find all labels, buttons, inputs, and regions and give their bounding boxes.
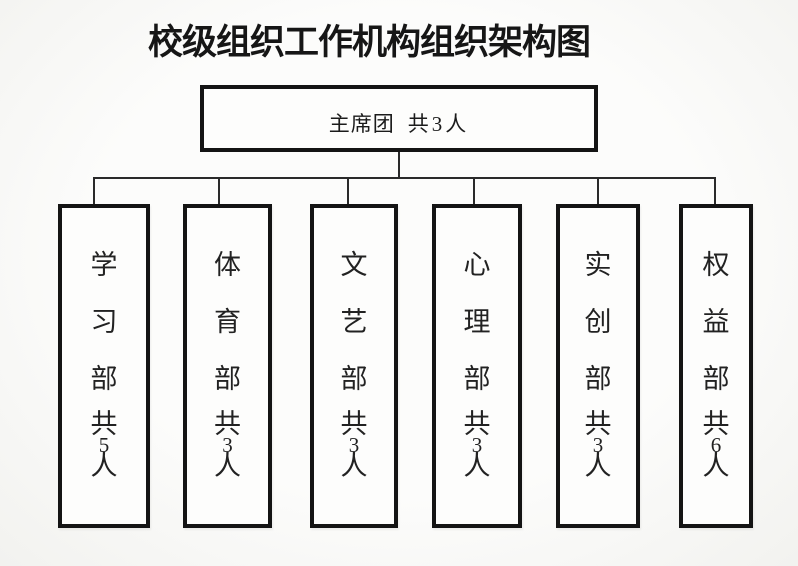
connector-drop-sports [218,177,220,205]
dept-count-prefix: 共 [214,409,241,439]
dept-name-char: 学 [90,250,118,280]
dept-name-char: 育 [214,307,241,337]
dept-name-char: 部 [90,364,118,394]
dept-count-number: 5 [98,433,110,457]
connector-drop-psychology [473,177,475,205]
dept-name-char: 部 [214,364,241,394]
dept-count-unit: 人 [340,451,368,481]
dept-count-prefix: 共 [463,409,491,439]
dept-name-char: 部 [340,364,368,394]
connector-drop-arts [347,177,349,205]
dept-name-char: 创 [584,307,612,337]
dept-count-unit: 人 [584,451,612,481]
dept-count-prefix: 共 [584,409,612,439]
dept-name-char: 部 [702,364,730,394]
dept-count-unit: 人 [702,451,730,481]
dept-name-char: 权 [702,250,730,280]
dept-count-prefix: 共 [340,409,368,439]
dept-count-unit: 人 [463,451,491,481]
dept-count-number: 3 [222,433,233,457]
connector-drop-innovation [597,177,599,205]
dept-name-char: 益 [702,307,730,337]
dept-name-char: 体 [214,250,241,280]
dept-count-prefix: 共 [90,409,118,439]
root-node-count: 共3人 [407,112,470,136]
connector-drop-rights [714,177,716,205]
dept-count-unit: 人 [90,451,118,481]
dept-name-char: 实 [584,250,612,280]
dept-count-number: 3 [471,433,483,457]
dept-count-prefix: 共 [702,409,730,439]
root-node-name: 主席团 [328,112,395,136]
dept-name-char: 心 [463,250,491,280]
dept-node-study: 学 习 部 共 5 人 [58,204,150,528]
dept-name-char: 习 [90,307,118,337]
dept-name-char: 理 [463,307,491,337]
dept-node-sports: 体 育 部 共 3 人 [183,204,272,528]
connector-horizontal-bus [93,177,716,179]
root-node-presidium: 主席团 共3人 [200,85,598,152]
dept-node-arts: 文 艺 部 共 3 人 [310,204,398,528]
dept-name-char: 部 [584,364,612,394]
dept-node-innovation: 实 创 部 共 3 人 [556,204,640,528]
connector-root-stem [398,152,400,178]
dept-count-number: 3 [592,433,604,457]
dept-count-unit: 人 [214,451,241,481]
dept-node-rights: 权 益 部 共 6 人 [679,204,753,528]
dept-name-char: 部 [463,364,491,394]
dept-count-number: 6 [710,433,722,457]
dept-name-char: 艺 [340,307,368,337]
dept-name-char: 文 [340,250,368,280]
connector-drop-study [93,177,95,205]
chart-title: 校级组织工作机构组织架构图 [148,23,591,62]
dept-node-psychology: 心 理 部 共 3 人 [432,204,522,528]
dept-count-number: 3 [348,433,360,457]
